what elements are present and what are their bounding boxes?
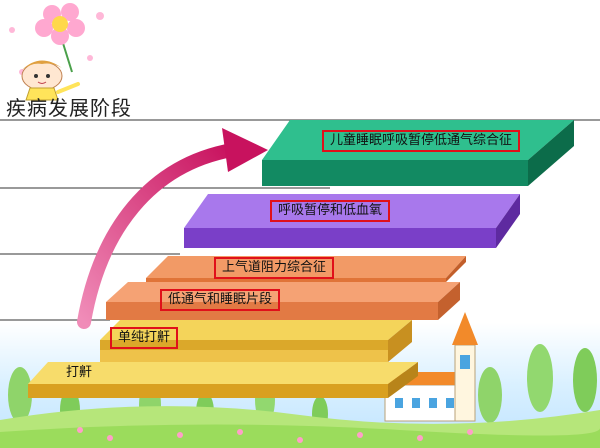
stage-label-hypopnea-sleep-fragmentation: 低通气和睡眠片段 xyxy=(160,289,281,311)
sparkle-flowers xyxy=(9,12,104,75)
stage-label-apnea-hypoxemia: 呼吸暂停和低血氧 xyxy=(270,200,391,222)
stage-label-osahs-children: 儿童睡眠呼吸暂停低通气综合征 xyxy=(322,130,521,152)
progress-arrow xyxy=(77,128,268,329)
church-building xyxy=(380,312,478,422)
stage-label-upper-airway-resistance: 上气道阻力综合征 xyxy=(214,257,335,279)
stage-label-simple-snoring: 单纯打鼾 xyxy=(110,327,179,349)
cartoon-girl xyxy=(21,60,80,101)
step-2 xyxy=(106,256,466,320)
ground-flowers xyxy=(77,427,473,443)
flower-decoration xyxy=(35,3,85,73)
step-3 xyxy=(184,194,520,248)
grass-front xyxy=(0,424,600,448)
page-title: 疾病发展阶段 xyxy=(6,96,132,120)
stage-label-snoring: 打鼾 xyxy=(66,365,93,380)
step-1 xyxy=(28,320,418,398)
